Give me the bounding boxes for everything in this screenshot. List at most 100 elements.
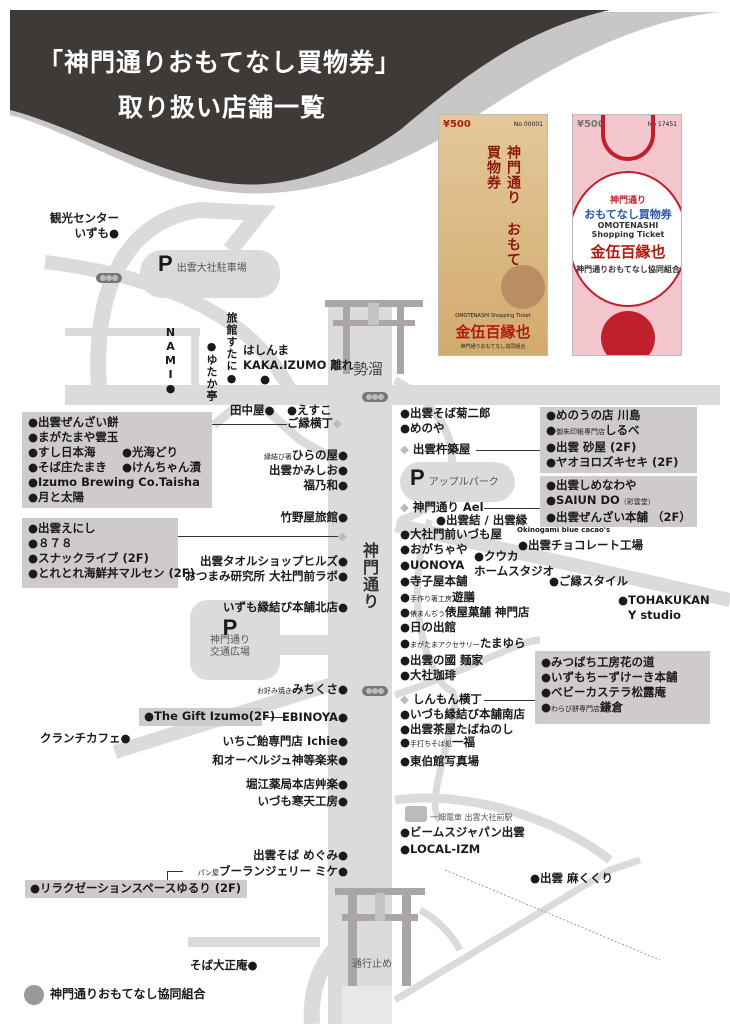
ticket-title: 神門通り おもてなし買物券 bbox=[485, 145, 521, 297]
store-towel-hills[interactable]: 出雲タオルショップヒルズ● bbox=[199, 554, 348, 568]
ticket-subtitle: OMOTENASHI Shopping Ticket bbox=[591, 221, 665, 239]
store-ebinoya[interactable]: EBINOYA● bbox=[281, 710, 348, 724]
page-title: 「神門通りおもてなし買物券」 bbox=[38, 48, 402, 77]
store-kitsukiya[interactable]: ◆ 出雲杵築屋 bbox=[400, 442, 471, 456]
store-taisha-coffee[interactable]: ●大社珈琲 bbox=[400, 668, 457, 682]
store-item[interactable]: ●みつばち工房花の道 bbox=[541, 655, 655, 669]
store-tawaraya[interactable]: ●俵まんぢう俵屋菓舗 神門店 bbox=[400, 605, 530, 619]
store-ael[interactable]: ◆ 神門通り Ael bbox=[400, 500, 484, 514]
store-item[interactable]: ●SAIUN DO（彩雲堂） bbox=[546, 493, 655, 507]
ticket-value: ¥500 bbox=[443, 119, 471, 130]
shrine-emblem bbox=[501, 265, 545, 309]
store-hiranoya[interactable]: 縁結び箸ひらの屋● bbox=[263, 448, 348, 462]
store-esuko[interactable]: ●えすこ bbox=[287, 403, 332, 417]
store-item[interactable]: ●Izumo Brewing Co.Taisha bbox=[28, 475, 200, 489]
store-kikujiro[interactable]: ●出雲そば菊二郎 bbox=[400, 406, 491, 420]
store-megumi[interactable]: 出雲そば めぐみ● bbox=[253, 848, 348, 862]
store-item[interactable]: ●いずもちーずけーき本舗 bbox=[541, 670, 678, 684]
store-asakukuri[interactable]: ●出雲 麻くくり bbox=[530, 871, 614, 885]
store-group-5: ●みつばち工房花の道 ●いずもちーずけーき本舗 ●ベビーカステラ松露庵 ●わらび… bbox=[535, 651, 710, 724]
store-item[interactable]: ●月と太陽 bbox=[28, 490, 85, 504]
store-tabanenoshi[interactable]: ●出雲茶屋たばねのし bbox=[400, 722, 514, 736]
store-tanakaya[interactable]: 田中屋● bbox=[230, 403, 275, 417]
parking-icon: P bbox=[222, 615, 238, 640]
goen-yokocho[interactable]: ご縁横丁◆ bbox=[287, 416, 342, 430]
store-kanten-kobo[interactable]: いづも寒天工房● bbox=[257, 794, 348, 808]
store-item[interactable]: ●すし日本海 bbox=[28, 445, 96, 459]
store-group-2: ●出雲えにし ●８７８ ●スナックライブ (2F) ●とれとれ海鮮丼マルセン (… bbox=[22, 518, 195, 588]
store-item[interactable]: ●出雲しめなわや bbox=[546, 478, 637, 492]
store-group-yururi: ●リラクゼーションスペースゆるり (2F) bbox=[25, 880, 247, 898]
store-izumo-yui[interactable]: ●出雲結 / 出雲縁 bbox=[436, 513, 528, 527]
ticket-number: No 17451 bbox=[647, 121, 677, 128]
store-item[interactable]: ●御朱印帳専門店しるべ bbox=[546, 423, 640, 437]
street-name: 神門通り bbox=[360, 542, 379, 610]
store-ichie[interactable]: いちご飴専門店 Ichie● bbox=[222, 734, 348, 748]
store-beams-japan[interactable]: ●ビームスジャパン出雲 bbox=[400, 825, 525, 839]
store-menya[interactable]: ●出雲の國 麺家 bbox=[400, 653, 484, 667]
store-menoya[interactable]: ●めのや bbox=[400, 421, 445, 435]
store-item[interactable]: ●とれとれ海鮮丼マルセン (2F) bbox=[28, 566, 195, 580]
parking-icon: P bbox=[158, 251, 173, 276]
store-item[interactable]: ●The Gift Izumo(2F) bbox=[144, 709, 276, 723]
store-uonoya[interactable]: ●UONOYA bbox=[400, 558, 465, 572]
store-kamishio[interactable]: 出雲かみしお● bbox=[268, 463, 348, 477]
store-local-izm[interactable]: ●LOCAL-IZM bbox=[400, 842, 481, 856]
header-background bbox=[10, 10, 720, 194]
ticket-issuer: 神門通りおもてなし協同組合 bbox=[576, 265, 680, 274]
store-ryokan-sutani[interactable]: 旅館すたに● bbox=[225, 312, 238, 386]
store-item[interactable]: ●出雲ぜんざい本舗 （2F） bbox=[546, 510, 691, 524]
store-item[interactable]: ●わらび餅専門店鎌倉 bbox=[541, 700, 624, 714]
page-subtitle: 取り扱い店舗一覧 bbox=[118, 93, 327, 122]
store-item[interactable]: ●出雲 砂屋 (2F) bbox=[546, 440, 637, 454]
store-michikusa[interactable]: お好み焼きみちくさ● bbox=[256, 682, 348, 696]
store-item[interactable]: ●リラクゼーションスペースゆるり (2F) bbox=[30, 881, 242, 895]
store-tohakukan-photo[interactable]: ●東伯館写真場 bbox=[400, 754, 480, 768]
store-takenoya[interactable]: 竹野屋旅館● bbox=[280, 510, 348, 524]
store-item[interactable]: ●そば庄たまき bbox=[28, 460, 107, 474]
store-izumoya[interactable]: ●大社門前いづも屋 bbox=[400, 527, 503, 541]
store-kuuka[interactable]: ●クウカホームスタジオ bbox=[474, 549, 555, 578]
ticket-number: No 00001 bbox=[513, 121, 543, 128]
store-chocolate-factory[interactable]: ●出雲チョコレート工場 bbox=[518, 538, 644, 552]
store-yuzen[interactable]: ●手作り箸工房遊膳 bbox=[400, 590, 476, 604]
store-boulangerie-mike[interactable]: パン屋ブーランジェリー ミケ● bbox=[197, 864, 348, 878]
store-tamayura[interactable]: ●まがたまアクセサリーたまゆら bbox=[400, 636, 526, 650]
store-item[interactable]: ●けんちゃん漬 bbox=[122, 460, 202, 474]
store-horie-pharmacy[interactable]: 堀江薬局本店艸楽● bbox=[245, 777, 348, 791]
store-item[interactable]: ●めのうの店 川島 bbox=[546, 408, 641, 422]
store-item[interactable]: ●光海どり bbox=[122, 445, 179, 459]
store-item[interactable]: ●ベビーカステラ松露庵 bbox=[541, 685, 667, 699]
store-item[interactable]: ●出雲ぜんざい餅 bbox=[28, 415, 119, 429]
store-taishoan[interactable]: そば大正庵● bbox=[190, 958, 258, 972]
store-fukunowa[interactable]: 福乃和● bbox=[303, 478, 348, 492]
store-enmusubi-north[interactable]: いずも縁結び本舗北店● bbox=[222, 600, 348, 614]
store-item[interactable]: ●スナックライブ (2F) bbox=[28, 551, 149, 565]
store-crunch-cafe[interactable]: クランチカフェ● bbox=[40, 731, 131, 745]
shinmon-yokocho[interactable]: ◆ しんもん横丁 bbox=[400, 692, 482, 706]
store-kagurara[interactable]: 和オーベルジュ神等楽来● bbox=[212, 753, 348, 767]
road-closed-label: 通行止め bbox=[352, 959, 392, 970]
store-hinodekan[interactable]: ●日の出館 bbox=[400, 620, 457, 634]
ticket-title: おもてなし買物券 bbox=[584, 208, 672, 221]
store-chocolate-prefix: Okinogami blue cacao's bbox=[517, 526, 611, 534]
store-ogachaya[interactable]: ●おがちゃや bbox=[400, 542, 468, 556]
store-item[interactable]: ●まがたまや雲玉 bbox=[28, 430, 119, 444]
store-yutakatei[interactable]: ●ゆたか亭 bbox=[205, 340, 218, 402]
store-nami[interactable]: NAMI● bbox=[164, 326, 177, 396]
dot: ● bbox=[260, 372, 271, 386]
traffic-light-icon bbox=[96, 273, 122, 283]
store-goen-style[interactable]: ●ご縁スタイル bbox=[549, 574, 629, 588]
store-terakoya[interactable]: ●寺子屋本舗 bbox=[400, 574, 468, 588]
store-otsumami-lab[interactable]: おつまみ研究所 大社門前ラボ● bbox=[184, 569, 348, 583]
store-ippuku[interactable]: ●手打ちそば処一福 bbox=[400, 735, 476, 749]
store-item[interactable]: ●出雲えにし bbox=[28, 521, 96, 535]
store-enmusubi-south[interactable]: ●いづも縁結び本舗南店 bbox=[400, 707, 526, 721]
store-item[interactable]: ●８７８ bbox=[28, 536, 73, 550]
store-item[interactable]: ●ヤオヨロズキセキ (2F) bbox=[546, 455, 679, 469]
store-group-4: ●出雲しめなわや ●SAIUN DO（彩雲堂） ●出雲ぜんざい本舗 （2F） bbox=[540, 476, 697, 527]
